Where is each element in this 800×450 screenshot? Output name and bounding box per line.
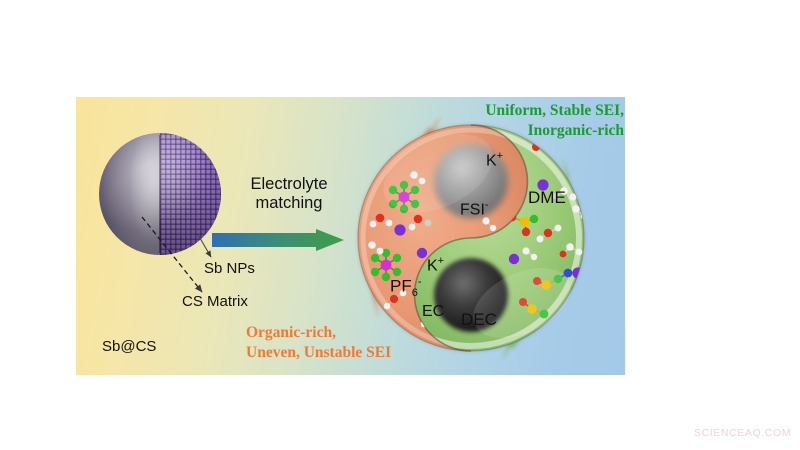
callout-unstable-sei: Organic-rich, Uneven, Unstable SEI xyxy=(246,323,391,362)
label-sb-at-cs: Sb@CS xyxy=(102,338,157,355)
site-watermark: SCIENCEAQ.COM xyxy=(694,427,792,439)
orange-lobe-particle xyxy=(434,258,508,332)
sphere-seam xyxy=(159,135,161,253)
label-sb-nps: Sb NPs xyxy=(204,260,255,277)
pf6-cluster xyxy=(370,180,420,282)
annotation-k-plus-green: K+ xyxy=(486,150,504,170)
annotation-pf6: PF6- xyxy=(390,276,422,300)
annotation-ec: EC xyxy=(422,303,445,320)
yin-yang-diagram xyxy=(326,113,616,363)
arrow-label-line1: Electrolyte xyxy=(250,175,328,193)
electrolyte-matching-arrow xyxy=(212,229,344,251)
orange-lobe-molecules xyxy=(368,171,506,333)
k-ion xyxy=(394,224,406,236)
annotation-k-plus-orange: K+ xyxy=(427,255,445,275)
arrow-label: Electrolyte matching xyxy=(234,175,344,213)
sb-at-cs-sphere xyxy=(99,133,221,255)
k-ion xyxy=(416,247,428,259)
label-cs-matrix: CS Matrix xyxy=(182,293,248,310)
annotation-dme: DME xyxy=(528,188,566,207)
sphere-gray-half xyxy=(99,133,160,255)
figure-panel: Electrolyte matching Sb NPs CS Matrix Sb… xyxy=(76,97,625,375)
annotation-fsi: FSI- xyxy=(460,199,489,219)
callout-stable-sei: Uniform, Stable SEI, Inorganic-rich xyxy=(394,101,624,140)
annotation-dec: DEC xyxy=(461,310,497,329)
callout-orange-line1: Organic-rich, xyxy=(246,324,336,341)
green-lobe-particle xyxy=(434,144,508,218)
k-ion xyxy=(508,253,520,265)
k-ion xyxy=(537,179,549,191)
callout-orange-line2: Uneven, Unstable SEI xyxy=(246,343,392,361)
callout-green-line1: Uniform, Stable SEI, xyxy=(485,102,624,119)
k-ion xyxy=(572,267,584,279)
arrow-label-line2: matching xyxy=(255,194,323,212)
callout-green-line2: Inorganic-rich xyxy=(527,121,624,139)
